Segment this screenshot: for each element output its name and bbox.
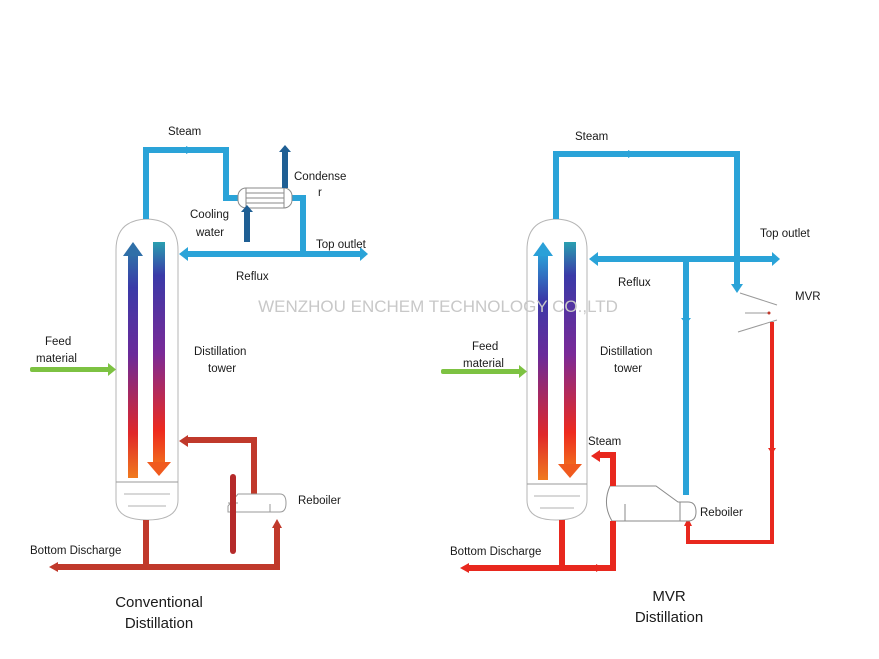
reboiler-steam-pipe <box>598 452 616 486</box>
conventional-distillation: Steam Condense r Cooling water Top outle… <box>30 126 368 632</box>
watermark: WENZHOU ENCHEM TECHNOLOGY CO.,LTD <box>258 297 618 316</box>
bottom-discharge-pipe <box>56 520 280 570</box>
reboiler-feed-arrow-icon <box>272 519 282 528</box>
steam-pipe <box>553 151 740 286</box>
mvr-flow-arrow-icon <box>768 448 776 454</box>
mvr-label: MVR <box>795 291 821 303</box>
steam-label: Steam <box>575 131 608 143</box>
reflux-label: Reflux <box>618 277 651 289</box>
condenser-label-cont: r <box>318 187 322 199</box>
reboiler-icon <box>227 493 287 513</box>
steam-flow-arrow-icon <box>186 146 194 154</box>
feed-material-label-cont: material <box>36 353 77 365</box>
mvr-title-cont: Distillation <box>635 609 703 626</box>
cooling-water-arrow-icon <box>241 205 253 242</box>
bottom-discharge-arrow-icon <box>460 563 469 573</box>
distillation-tower-vessel <box>115 218 179 521</box>
distillation-tower-label-cont: tower <box>208 363 236 375</box>
heating-steam-pipe <box>230 474 236 554</box>
steam-label: Steam <box>168 126 201 138</box>
mvr-inlet-arrow-icon <box>731 284 743 293</box>
feed-arrow-icon <box>441 365 527 378</box>
feed-arrow-icon <box>30 363 116 376</box>
condenser-icon <box>237 187 293 209</box>
cooling-water-label-cont: water <box>195 227 224 239</box>
steam-flow-arrow-icon <box>628 150 636 158</box>
reboiler-in-arrow-icon <box>684 518 692 526</box>
bottom-discharge-label: Bottom Discharge <box>30 545 121 557</box>
conventional-title-cont: Distillation <box>125 615 193 632</box>
condenser-label: Condense <box>294 171 346 183</box>
reboiler-label: Reboiler <box>298 495 341 507</box>
reflux-top-outlet-pipe <box>589 252 780 495</box>
vapor-up-arrow-icon <box>533 242 553 480</box>
reboiler-return-pipe <box>186 437 257 494</box>
feed-material-label: Feed <box>45 336 71 348</box>
distillation-tower-label: Distillation <box>600 346 652 358</box>
liquid-down-arrow-icon <box>558 242 582 478</box>
bottom-flow-arrow-icon <box>596 564 603 572</box>
liquid-down-arrow-icon <box>147 242 171 476</box>
feed-material-label: Feed <box>472 341 498 353</box>
reboiler-icon <box>606 485 697 522</box>
mvr-distillation: Steam Top outlet Reflux MVR Feed materia… <box>441 131 821 626</box>
mvr-discharge-pipe <box>686 322 774 544</box>
bottom-discharge-pipe <box>467 520 616 571</box>
distillation-tower-label: Distillation <box>194 346 246 358</box>
reboiler-steam-arrow-icon <box>591 450 600 462</box>
distillation-tower-label-cont: tower <box>614 363 642 375</box>
feed-material-label-cont: material <box>463 358 504 370</box>
bottom-discharge-label: Bottom Discharge <box>450 546 541 558</box>
mvr-title: MVR <box>652 588 686 605</box>
distillation-tower-vessel <box>526 218 588 521</box>
reflux-label: Reflux <box>236 271 269 283</box>
reflux-top-outlet-pipe <box>179 247 368 261</box>
reboiler-label: Reboiler <box>700 507 743 519</box>
top-outlet-label: Top outlet <box>760 228 811 240</box>
bottom-discharge-arrow-icon <box>49 562 58 572</box>
reboiler-return-arrow-icon <box>179 435 188 447</box>
reboiler-steam-label: Steam <box>588 436 621 448</box>
cooling-water-label: Cooling <box>190 209 229 221</box>
steam-pipe <box>143 147 306 252</box>
cooling-water-out-arrow-icon <box>279 145 291 188</box>
conventional-title: Conventional <box>115 594 203 611</box>
vapor-up-arrow-icon <box>123 242 143 478</box>
top-outlet-label: Top outlet <box>316 239 367 251</box>
